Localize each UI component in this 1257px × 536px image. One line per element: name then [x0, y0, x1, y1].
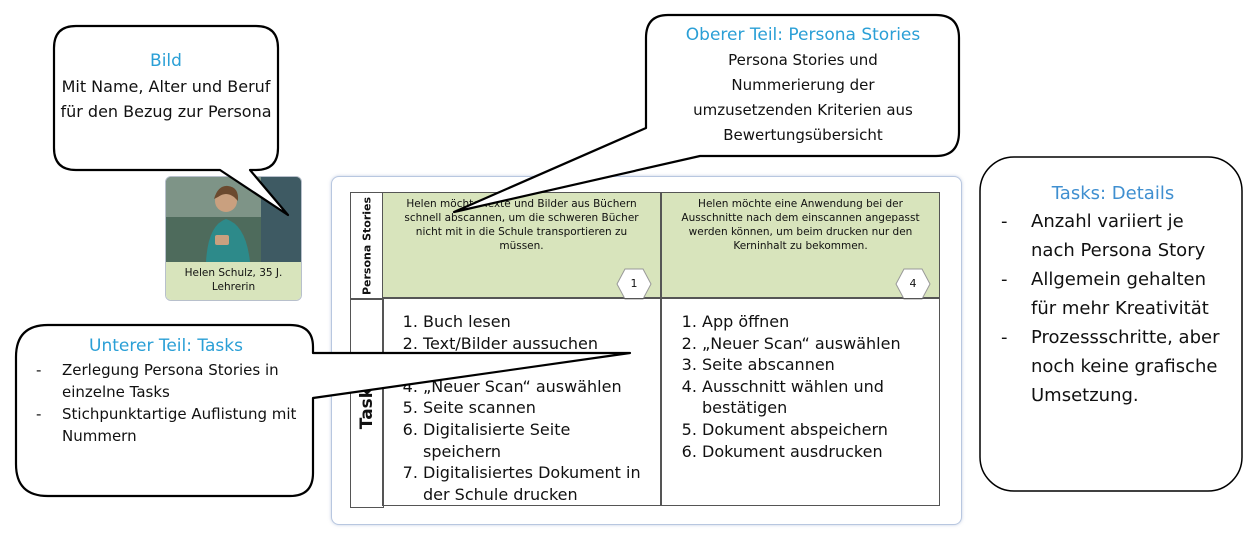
callout-unterer-title: Unterer Teil: Tasks [89, 336, 243, 356]
persona-story-1-text: Helen möchte Texte und Bilder aus Bücher… [404, 198, 639, 252]
callout-unterer-item: Stichpunktartige Auflistung mit Nummern [28, 403, 304, 447]
callout-details-item: Allgemein gehalten für mehr Kreativität [993, 265, 1233, 323]
callout-oberer-text: Persona Stories und Nummerierung der umz… [693, 51, 913, 144]
callout-tasks-details: Tasks: Details Anzahl variiert je nach P… [993, 181, 1233, 410]
task-item: Seite scannen [423, 397, 652, 419]
persona-stories-row-label: Persona Stories [350, 192, 384, 300]
story-number-badge-1: 1 [616, 268, 652, 300]
task-item [423, 354, 652, 376]
task-item: „Neuer Scan“ auswählen [423, 376, 652, 398]
callout-details-item: Prozessschritte, aber noch keine grafisc… [993, 323, 1233, 410]
persona-story-4-text: Helen möchte eine Anwendung bei der Auss… [681, 198, 920, 252]
persona-profession: Lehrerin [211, 280, 256, 293]
callout-unterer-item: Zerlegung Persona Stories in einzelne Ta… [28, 359, 304, 403]
persona-name-age: Helen Schulz, 35 J. [184, 267, 283, 279]
task-item: Buch lesen [423, 311, 652, 333]
task-item: „Neuer Scan“ auswählen [702, 333, 931, 355]
callout-bild-text: Mit Name, Alter und Beruf für den Bezug … [60, 77, 272, 121]
persona-portrait-image [166, 177, 301, 262]
callout-bild-title: Bild [150, 51, 182, 71]
task-item: Text/Bilder aussuchen [423, 333, 652, 355]
task-item: App öffnen [702, 311, 931, 333]
callout-unterer-teil: Unterer Teil: Tasks Zerlegung Persona St… [28, 333, 304, 447]
callout-oberer-title: Oberer Teil: Persona Stories [685, 25, 921, 45]
callout-details-item: Anzahl variiert je nach Persona Story [993, 207, 1233, 265]
persona-photo: Helen Schulz, 35 J. Lehrerin [165, 176, 302, 301]
story-number-badge-4: 4 [895, 268, 931, 300]
callout-oberer-teil: Oberer Teil: Persona Stories Persona Sto… [658, 22, 948, 148]
task-item: Dokument ausdrucken [702, 441, 931, 463]
tasks-list-left: Buch lesen Text/Bilder aussuchen „Neuer … [382, 298, 661, 506]
callout-bild: Bild Mit Name, Alter und Beruf für den B… [60, 48, 272, 124]
tasks-row-label: Tasks [350, 298, 384, 508]
persona-caption: Helen Schulz, 35 J. Lehrerin [166, 262, 301, 300]
tasks-list-right: App öffnen „Neuer Scan“ auswählen Seite … [661, 298, 940, 506]
task-item: Ausschnitt wählen und bestätigen [702, 376, 931, 419]
callout-details-title: Tasks: Details [1051, 183, 1175, 204]
task-item: Dokument abspeichern [702, 419, 931, 441]
task-item: Digitalisiertes Dokument in der Schule d… [423, 462, 652, 505]
task-item: Seite abscannen [702, 354, 931, 376]
task-item: Digitalisierte Seite speichern [423, 419, 652, 462]
